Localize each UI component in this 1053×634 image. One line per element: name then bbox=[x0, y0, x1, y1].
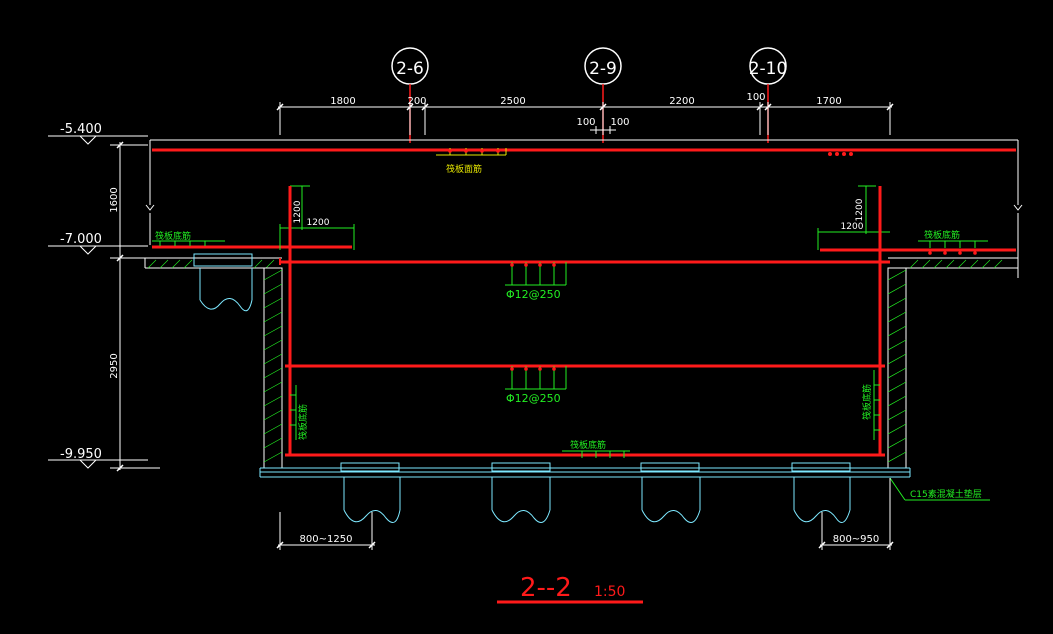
dim-bottom-right: 800~950 bbox=[833, 534, 880, 545]
vertical-dimension-chain bbox=[110, 141, 160, 472]
label-top-slab: 筏板面筋 bbox=[446, 163, 482, 175]
top-rebar-leader-dots bbox=[448, 149, 500, 153]
dim-bottom-left: 800~1250 bbox=[300, 534, 353, 545]
label-cushion: C15素混凝土垫层 bbox=[910, 488, 982, 500]
left-wall bbox=[263, 267, 283, 469]
mid2-dots bbox=[510, 367, 556, 371]
pile-4 bbox=[791, 462, 851, 523]
corner-dims-left bbox=[279, 185, 355, 250]
label-mid1: Φ12@250 bbox=[506, 288, 561, 301]
right-slab-leader bbox=[918, 240, 988, 248]
ledge-outline bbox=[144, 257, 1019, 278]
label-right-slab: 筏板底筋 bbox=[924, 229, 960, 241]
dim-corner-v-left: 1200 bbox=[293, 200, 303, 223]
right-slab-dots bbox=[928, 251, 977, 255]
bottom-dim-right bbox=[818, 478, 894, 550]
svg-text:2-9: 2-9 bbox=[589, 59, 617, 79]
svg-text:-9.950: -9.950 bbox=[60, 447, 102, 462]
dim-mid-100-right: 100 bbox=[610, 117, 629, 128]
top-rebar-dots bbox=[828, 152, 853, 156]
dim-corner-v-right: 1200 bbox=[855, 198, 865, 221]
label-right-wall: 筏板底筋 bbox=[861, 384, 873, 420]
svg-text:2-10: 2-10 bbox=[749, 59, 788, 79]
cushion-leader bbox=[889, 477, 990, 501]
top-dimension-chain bbox=[276, 102, 894, 135]
dim-corner-h-right: 1200 bbox=[841, 222, 864, 232]
label-mid2: Φ12@250 bbox=[506, 392, 561, 405]
top-slab-outline bbox=[145, 139, 1023, 278]
dim-corner-h-left: 1200 bbox=[307, 218, 330, 228]
dim-1800: 1800 bbox=[330, 96, 355, 107]
mid-dimension bbox=[590, 126, 616, 134]
pile-top-left bbox=[193, 253, 253, 312]
dim-100: 100 bbox=[746, 92, 765, 103]
dim-2500: 2500 bbox=[500, 96, 525, 107]
bottom-leader bbox=[562, 450, 630, 458]
mid1-dots bbox=[510, 263, 556, 267]
dim-2200: 2200 bbox=[669, 96, 694, 107]
level-marker-mid: -7.000 bbox=[48, 232, 148, 255]
left-slab-leader bbox=[152, 240, 225, 246]
right-wall bbox=[887, 267, 907, 469]
level-marker-top: -5.400 bbox=[48, 122, 148, 145]
bottom-cushion bbox=[259, 467, 911, 478]
svg-text:2-6: 2-6 bbox=[396, 59, 424, 79]
dim-2950: 2950 bbox=[109, 353, 120, 378]
right-wall-leader bbox=[873, 370, 880, 440]
svg-text:-5.400: -5.400 bbox=[60, 122, 102, 137]
dim-mid-100-left: 100 bbox=[576, 117, 595, 128]
drawing-title: 2--2 bbox=[520, 573, 572, 603]
pile-1 bbox=[340, 462, 401, 523]
drawing-scale: 1:50 bbox=[594, 584, 625, 600]
left-wall-leader bbox=[290, 385, 297, 440]
bottom-dim-left bbox=[276, 512, 376, 550]
label-left-slab: 筏板底筋 bbox=[155, 230, 191, 242]
label-bottom: 筏板底筋 bbox=[570, 439, 606, 451]
level-marker-bottom: -9.950 bbox=[48, 447, 148, 469]
pile-3 bbox=[640, 462, 701, 523]
dim-200: 200 bbox=[407, 96, 426, 107]
label-left-wall: 筏板底筋 bbox=[297, 404, 309, 440]
dim-1600: 1600 bbox=[109, 187, 120, 212]
svg-text:-7.000: -7.000 bbox=[60, 232, 102, 247]
corner-dims-right bbox=[817, 185, 890, 250]
ledge-hatch bbox=[147, 259, 1003, 269]
pile-2 bbox=[491, 462, 551, 523]
dim-1700: 1700 bbox=[816, 96, 841, 107]
